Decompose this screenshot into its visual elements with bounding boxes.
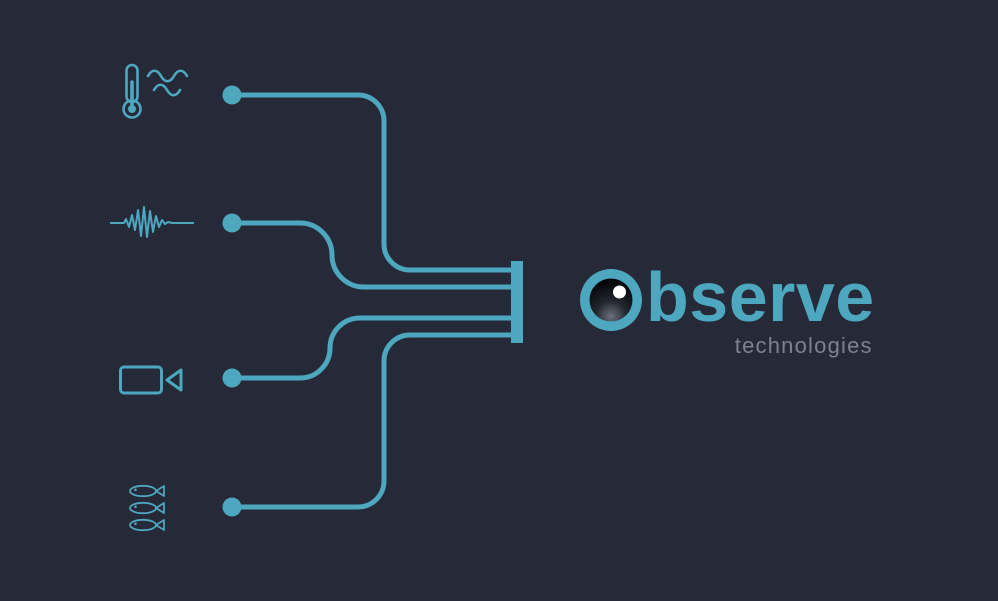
logo-subtitle: technologies: [734, 333, 873, 358]
fish-school-icon: [126, 483, 174, 533]
node-dot-temperature: [222, 85, 242, 105]
node-dot-camera: [222, 368, 242, 388]
eye-icon: [580, 269, 642, 331]
logo-wordmark: bserve: [646, 258, 875, 336]
sound-waveform-icon: [110, 206, 194, 240]
wire-temperature: [232, 92, 513, 273]
node-dot-fish: [222, 497, 242, 517]
wire-camera: [232, 315, 513, 381]
logo-wordmark-row: bserve: [578, 258, 875, 336]
node-dot-acoustics: [222, 213, 242, 233]
thermometer-waves-icon: [114, 62, 194, 128]
merge-bar: [511, 261, 523, 343]
wire-fish: [232, 332, 513, 510]
wire-acoustics: [232, 220, 513, 290]
video-camera-icon: [118, 361, 186, 399]
observe-logo: bserve technologies: [578, 258, 875, 359]
